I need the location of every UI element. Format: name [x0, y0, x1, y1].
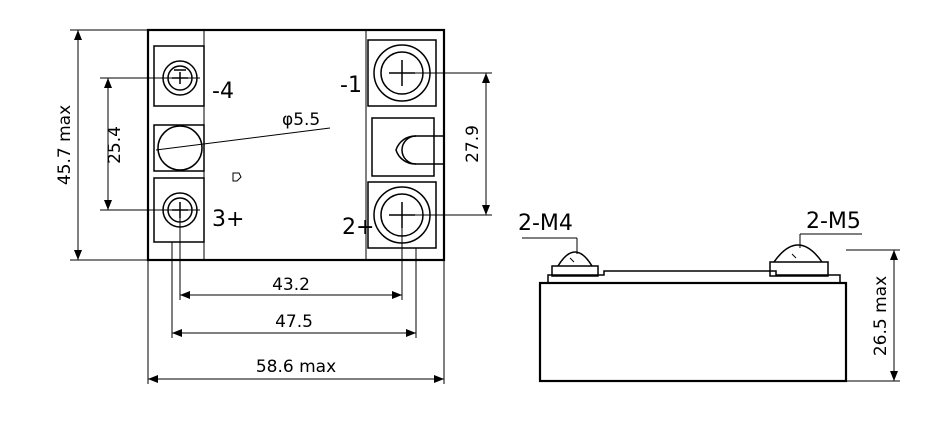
- top-view: -4 -1 3+ 2+ φ5.5 45.7 max 25.4: [55, 28, 492, 384]
- side-screw-right: [769, 233, 862, 277]
- hole-dia-leader: [155, 127, 331, 151]
- side-screw-right-label: 2-M5: [806, 209, 861, 234]
- side-height-label: 26.5 max: [871, 276, 891, 356]
- hole-dia-label: φ5.5: [282, 110, 320, 130]
- screw-spacing-inner-label: 43.2: [272, 275, 310, 295]
- mounting-slot-right: [371, 117, 444, 177]
- width-max-label: 58.6 max: [256, 357, 336, 377]
- terminal-label-3: 3+: [212, 207, 244, 232]
- side-ridge: [547, 270, 841, 283]
- terminal-label-1: -1: [340, 73, 362, 98]
- right-spacing-label: 27.9: [463, 125, 483, 163]
- terminal-pad-4: [153, 45, 205, 107]
- left-spacing-dimension: 25.4: [100, 77, 200, 211]
- housing-outline: [146, 28, 446, 262]
- height-dimension: 45.7 max: [55, 29, 148, 261]
- side-screw-left: [522, 237, 599, 277]
- left-spacing-label: 25.4: [105, 126, 125, 164]
- screw-spacing-inner-dimension: 43.2: [179, 210, 403, 300]
- terminal-label-2: 2+: [342, 215, 374, 240]
- center-marker: [232, 172, 242, 182]
- mounting-hole-left: [153, 124, 205, 172]
- side-screw-left-label: 2-M4: [518, 211, 573, 236]
- right-spacing-dimension: 27.9: [402, 72, 492, 216]
- height-max-label: 45.7 max: [55, 105, 75, 185]
- side-body: [538, 281, 848, 383]
- side-view: 2-M4 2-M5 26.5 max: [518, 209, 900, 383]
- terminal-label-4: -4: [212, 79, 234, 104]
- side-height-dimension: 26.5 max: [846, 249, 900, 382]
- screw-spacing-outer-label: 47.5: [275, 312, 313, 332]
- pad-dividers: [203, 30, 367, 260]
- width-dimension: 58.6 max: [147, 260, 445, 384]
- screw-spacing-outer-dimension: 47.5: [171, 242, 417, 338]
